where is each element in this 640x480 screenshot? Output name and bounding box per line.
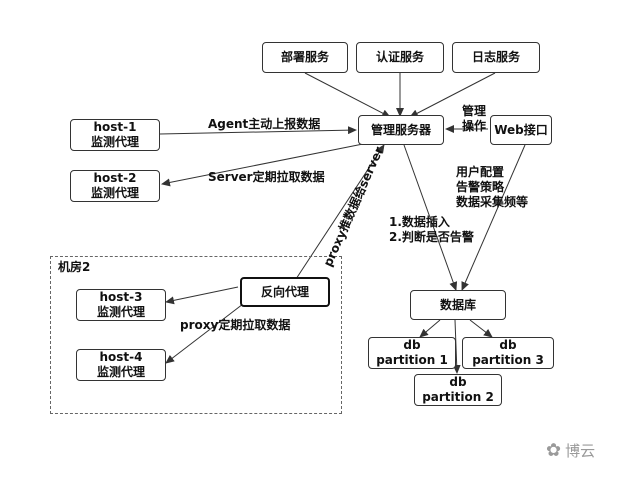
user-config-line-2: 告警策略 (456, 180, 505, 194)
partition-2-db: db (449, 375, 467, 389)
user-config-line-3: 数据采集频等 (456, 195, 529, 209)
manage-ops-line-2: 操作 (462, 119, 487, 133)
host-3-role: 监测代理 (96, 305, 145, 319)
db-steps-line-2: 2.判断是否告警 (389, 230, 474, 244)
host-1-node[interactable]: host-1 监测代理 (70, 119, 160, 151)
partition-1-db: db (403, 338, 421, 352)
proxy-pull-label: proxy定期拉取数据 (180, 318, 291, 332)
watermark-text: 博云 (565, 442, 596, 460)
user-config-label: 用户配置 告警策略 数据采集频等 (456, 165, 528, 210)
edge-db-p2 (452, 319, 461, 374)
partition-3-name: partition 3 (472, 353, 544, 367)
wechat-icon: ✿ (546, 440, 562, 461)
edge-db-p3 (469, 319, 493, 338)
edge-db-p1 (419, 319, 441, 338)
partition-1-name: partition 1 (376, 353, 448, 367)
host-4-role: 监测代理 (96, 365, 145, 379)
zone-title: 机房2 (58, 260, 91, 274)
edge-mgmt-host2 (161, 142, 369, 187)
host-2-role: 监测代理 (90, 186, 139, 200)
zone-datacenter-2 (50, 256, 342, 414)
host-2-name: host-2 (93, 171, 137, 185)
edge-log-mgmt (409, 72, 496, 118)
db-steps-label: 1.数据插入 2.判断是否告警 (389, 215, 474, 245)
host-2-node[interactable]: host-2 监测代理 (70, 170, 160, 202)
edge-mgmt-db (403, 144, 458, 291)
auth-service-node[interactable]: 认证服务 (356, 42, 444, 73)
auth-service-label: 认证服务 (375, 50, 424, 64)
db-steps-line-1: 1.数据插入 (389, 215, 450, 229)
manage-ops-label: 管理 操作 (462, 104, 486, 134)
partition-3-db: db (499, 338, 517, 352)
management-server-node[interactable]: 管理服务器 (358, 115, 444, 145)
web-interface-node[interactable]: Web接口 (490, 115, 552, 145)
host-3-node[interactable]: host-3 监测代理 (76, 289, 166, 321)
host-1-name: host-1 (93, 120, 137, 134)
partition-2-name: partition 2 (422, 390, 494, 404)
edge-proxy-host3 (165, 286, 239, 305)
host-3-name: host-3 (99, 290, 143, 304)
database-label: 数据库 (439, 297, 476, 312)
partition-2-node[interactable]: db partition 2 (414, 374, 502, 406)
edge-web-db (461, 144, 526, 291)
partition-1-node[interactable]: db partition 1 (368, 337, 456, 369)
reverse-proxy-label: 反向代理 (260, 284, 309, 299)
deploy-service-label: 部署服务 (280, 50, 329, 64)
host-4-name: host-4 (99, 350, 143, 364)
host-1-role: 监测代理 (90, 135, 139, 149)
agent-push-label: Agent主动上报数据 (208, 117, 321, 131)
deploy-service-node[interactable]: 部署服务 (262, 42, 348, 73)
watermark: ✿ 博云 (546, 440, 595, 461)
log-service-node[interactable]: 日志服务 (452, 42, 540, 73)
host-4-node[interactable]: host-4 监测代理 (76, 349, 166, 381)
edge-host1-mgmt (159, 126, 357, 135)
log-service-label: 日志服务 (471, 50, 520, 64)
manage-ops-line-1: 管理 (462, 104, 487, 118)
user-config-line-1: 用户配置 (456, 165, 505, 179)
edge-proxy-host4 (165, 303, 244, 364)
edge-deploy-mgmt (304, 72, 391, 118)
database-node[interactable]: 数据库 (410, 290, 506, 320)
partition-3-node[interactable]: db partition 3 (462, 337, 554, 369)
server-pull-label: Server定期拉取数据 (208, 170, 325, 184)
management-server-label: 管理服务器 (370, 122, 431, 137)
reverse-proxy-node[interactable]: 反向代理 (240, 277, 330, 307)
web-interface-label: Web接口 (494, 122, 548, 137)
